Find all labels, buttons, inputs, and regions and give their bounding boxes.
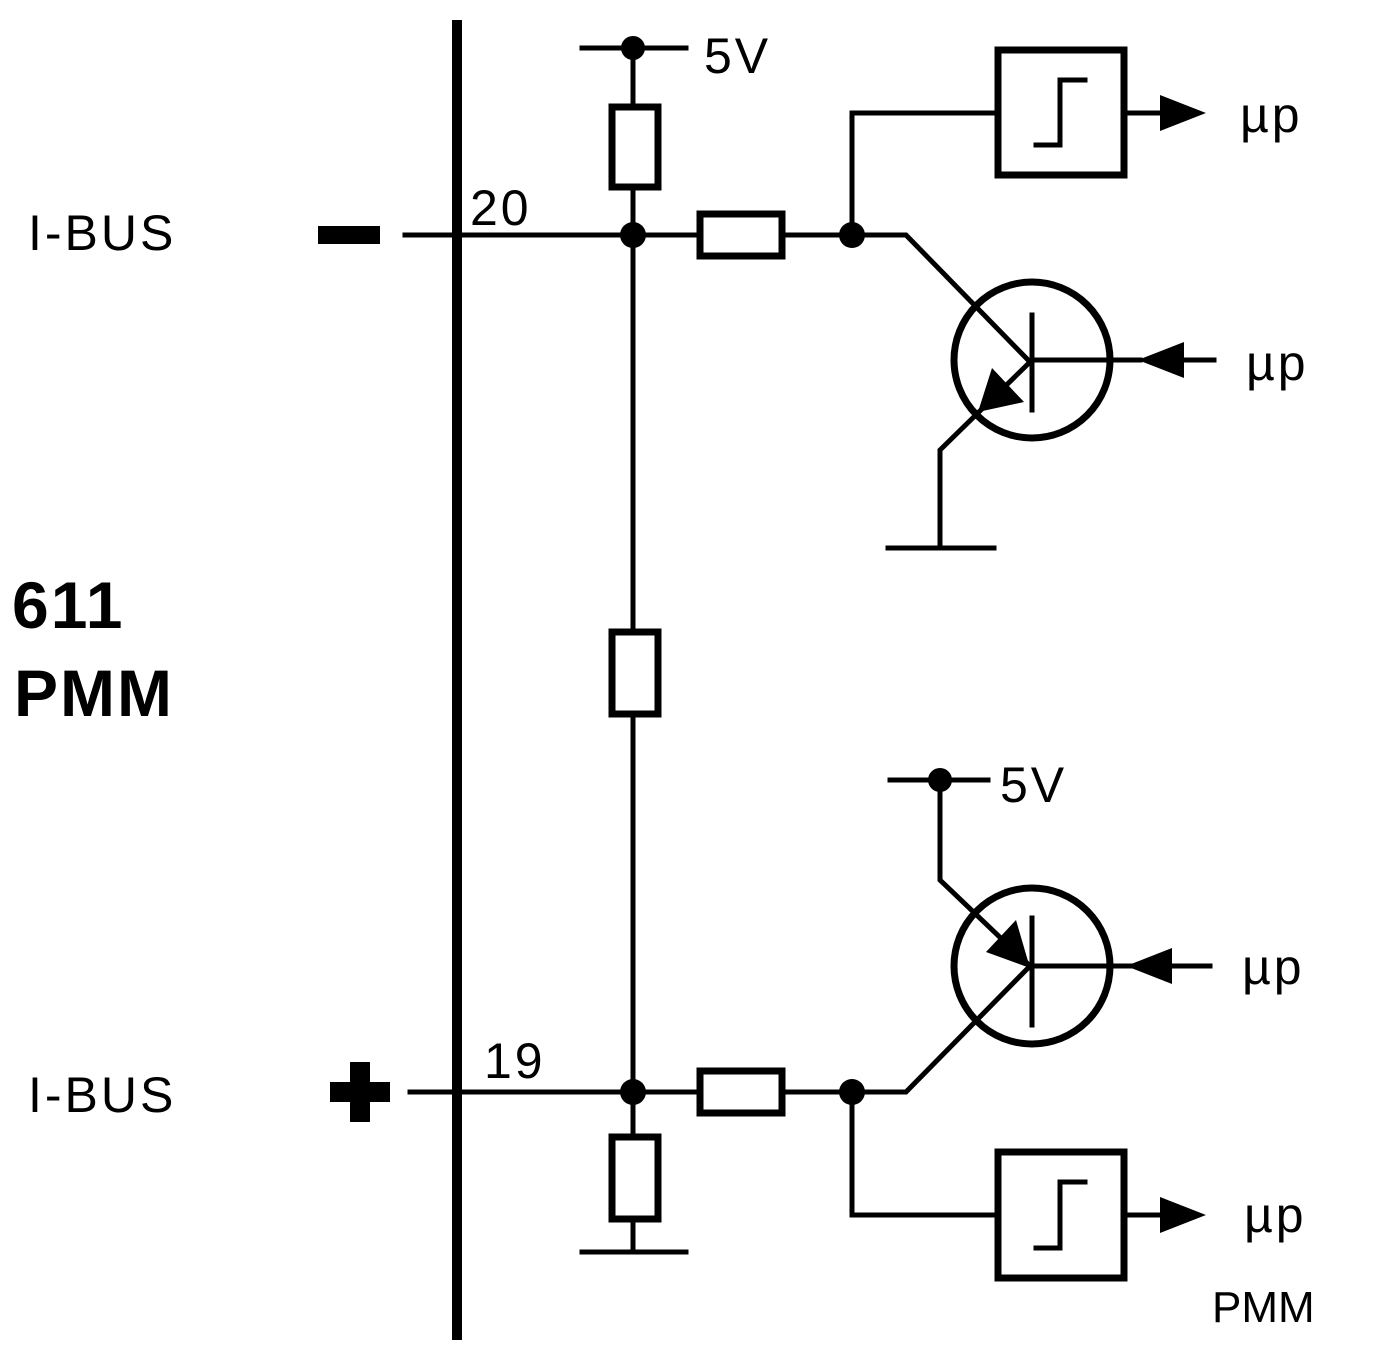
supply-bottom-label: 5V [1000, 757, 1067, 813]
i-bus-plus-label: I-BUS [28, 1067, 176, 1123]
wire-transistor-top-collector [849, 232, 1034, 366]
module-number: 611 [12, 568, 124, 642]
emitter-arrow-bottom-icon [986, 920, 1030, 968]
mp-transistor-top-label: µp [1246, 335, 1309, 391]
schmitt-trigger-step-icon [1033, 77, 1088, 148]
arrow-right-bottom-icon [1160, 1197, 1206, 1233]
wire-transistor-bottom-collector [849, 962, 1034, 1095]
minus-sign-icon [318, 226, 380, 244]
schmitt-trigger-step-bottom-icon [1033, 1179, 1088, 1251]
pin-20-label: 20 [470, 180, 532, 236]
resistor-series-plus [696, 1067, 786, 1117]
i-bus-minus-label: I-BUS [28, 205, 176, 261]
resistor-pulldown [608, 1133, 662, 1223]
resistor-series-minus [696, 210, 786, 260]
wire-comparator-bottom [849, 1089, 1001, 1218]
wire-comparator-top [849, 110, 1001, 238]
emitter-arrow-top-icon [978, 368, 1024, 412]
plus-sign-icon [330, 1062, 390, 1122]
arrow-left-bottom-icon [1126, 948, 1172, 984]
supply-top-label: 5V [704, 28, 771, 84]
resistor-middle [608, 628, 662, 718]
pin-19-label: 19 [484, 1033, 546, 1089]
arrow-left-icon [1138, 342, 1184, 378]
resistor-pullup [608, 103, 662, 191]
mp-transistor-bottom-label: µp [1242, 939, 1305, 995]
mp-comparator-bottom-label: µp [1244, 1187, 1307, 1243]
caption: PMM [1212, 1283, 1315, 1332]
mp-comparator-top-label: µp [1240, 87, 1303, 143]
wire-transistor-top-emitter [937, 358, 1034, 551]
arrow-right-icon [1160, 95, 1206, 131]
module-name: PMM [14, 656, 174, 730]
